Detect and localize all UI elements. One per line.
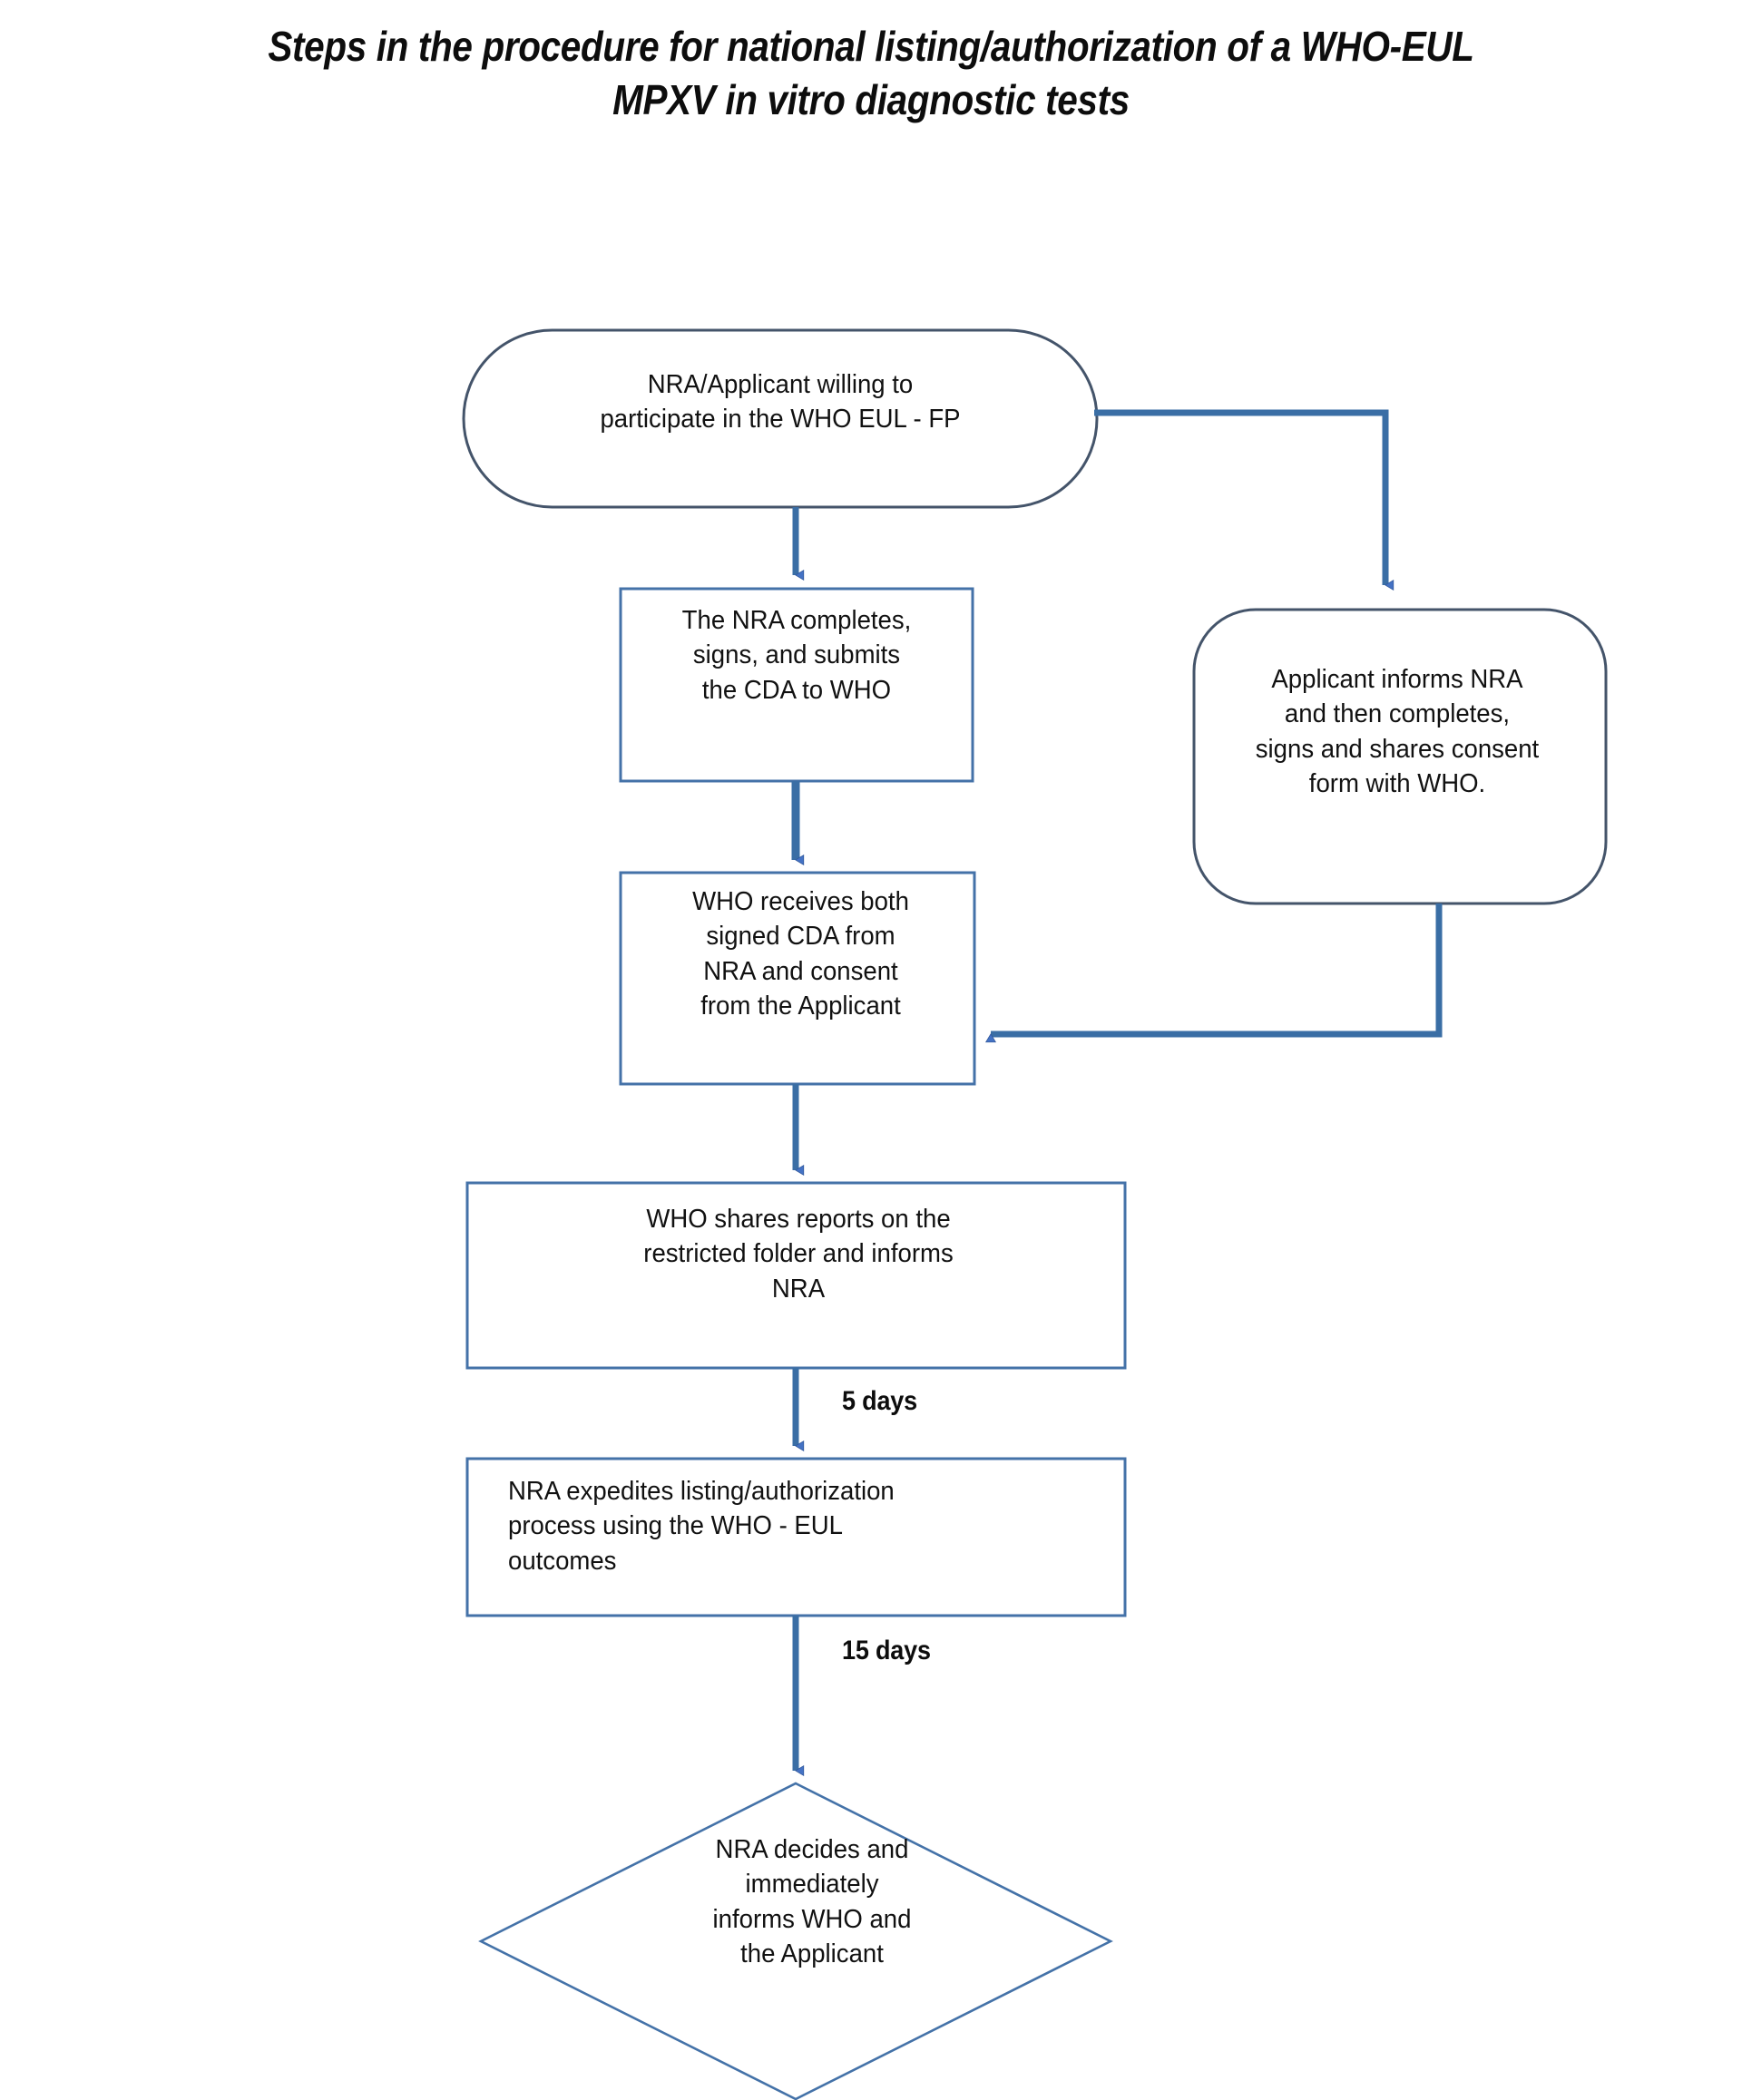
connector-n3-to-n4 [991, 903, 1443, 1034]
page-title: Steps in the procedure for national list… [104, 20, 1638, 127]
node-shape-who-shares-reports[interactable] [465, 1181, 1127, 1370]
node-shape-applicant-informs-nra[interactable] [1192, 608, 1608, 905]
node-shape-nra-decides-informs[interactable] [478, 1782, 1113, 2100]
page-title-line-2: MPXV in vitro diagnostic tests [612, 75, 1130, 123]
node-shape-who-receives-both[interactable] [619, 871, 976, 1086]
node-shape-nra-expedites-listing[interactable] [465, 1457, 1127, 1617]
node-shape-nra-applicant-willing[interactable] [462, 328, 1099, 509]
connector-n1-to-n3 [1094, 409, 1385, 585]
node-shape-nra-completes-cda[interactable] [619, 587, 974, 783]
page-title-line-1: Steps in the procedure for national list… [268, 23, 1474, 70]
